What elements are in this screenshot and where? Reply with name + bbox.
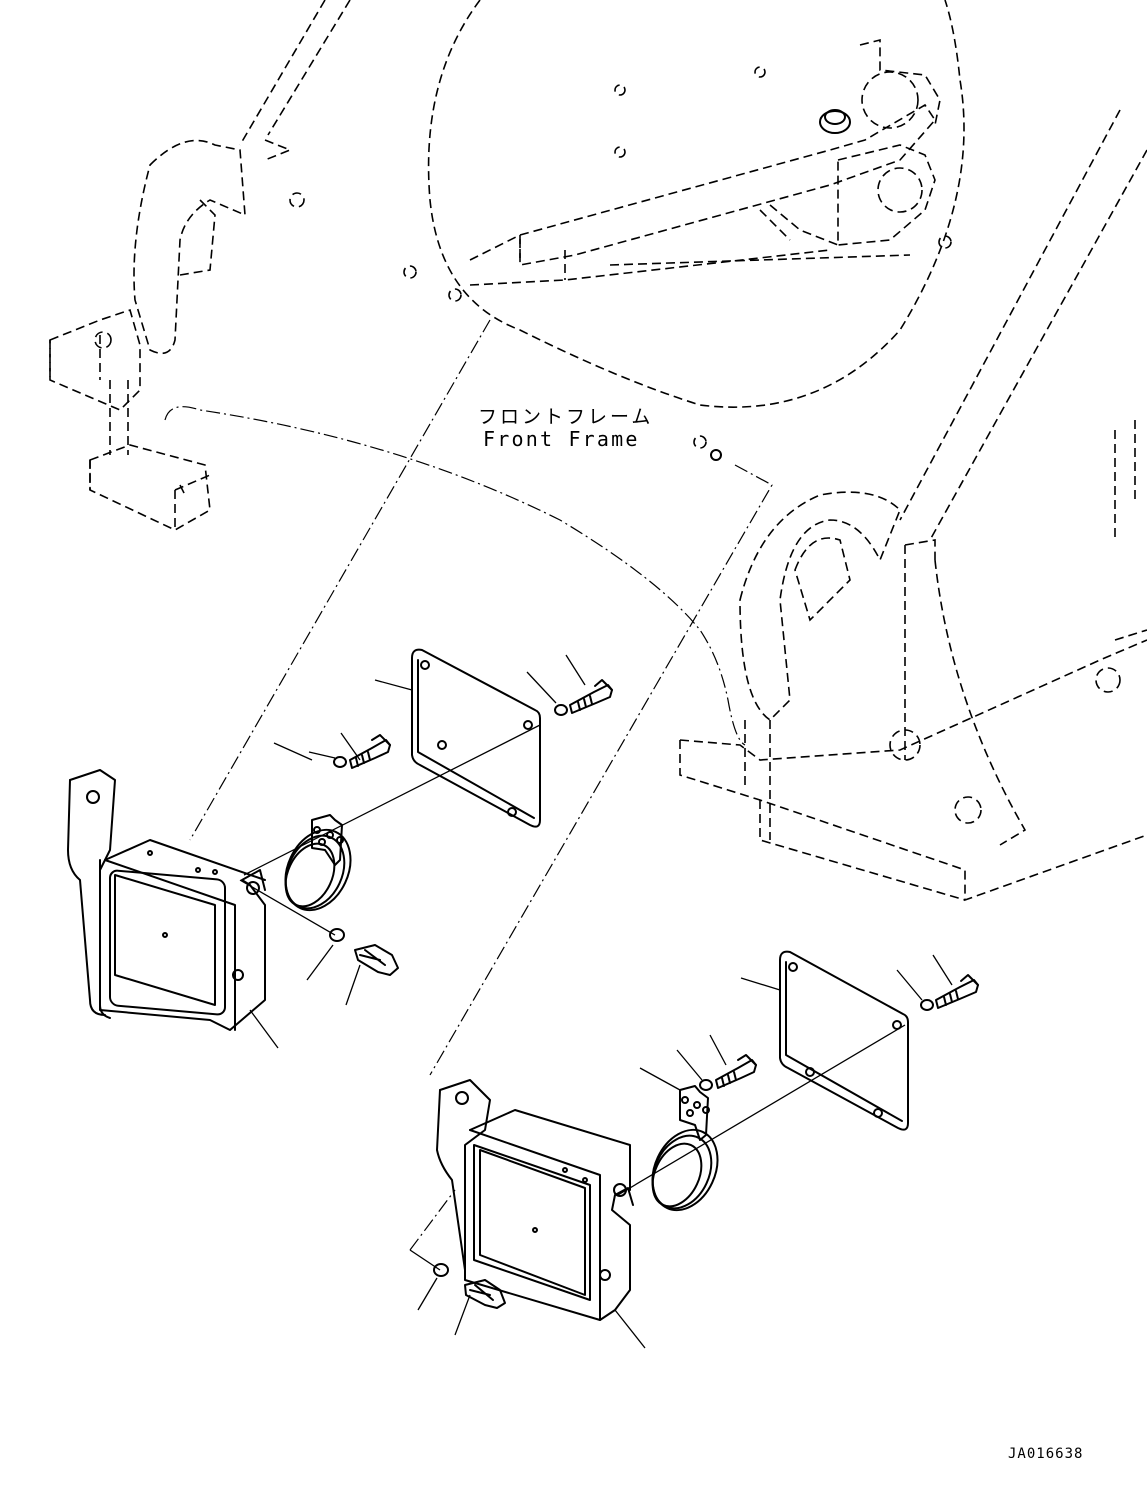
front-frame-label-en: Front Frame bbox=[483, 427, 640, 451]
hardware-upper bbox=[329, 679, 613, 976]
drawing-number: JA016638 bbox=[1008, 1446, 1084, 1462]
horn-bracket-upper bbox=[67, 769, 266, 1031]
horn-bracket-lower bbox=[436, 1079, 634, 1321]
cover-plate-lower bbox=[779, 950, 909, 1131]
mounting-center-lines bbox=[164, 319, 906, 1271]
horn-upper bbox=[284, 814, 352, 912]
hardware-lower bbox=[433, 974, 979, 1309]
front-frame-outline bbox=[49, 0, 1147, 902]
horn-lower bbox=[651, 1085, 719, 1212]
leader-lines bbox=[249, 654, 953, 1349]
cover-plate-upper bbox=[411, 648, 541, 828]
front-frame-label-jp: フロントフレーム bbox=[478, 406, 654, 428]
